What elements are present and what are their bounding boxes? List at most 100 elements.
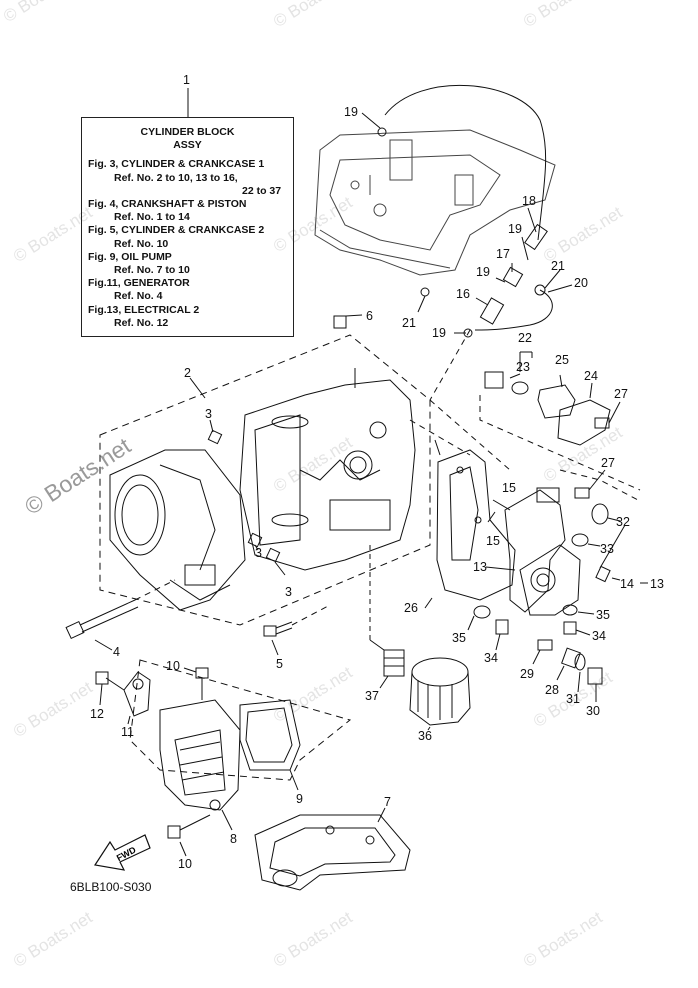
callout: 14 (620, 577, 634, 591)
callout: 16 (456, 287, 470, 301)
clip-21 (420, 287, 430, 297)
box-line: Ref. No. 12 (114, 316, 169, 329)
callout: 22 (518, 331, 532, 345)
gasket-25 (537, 384, 576, 419)
box-subtitle: ASSY (173, 139, 202, 152)
gasket-26 (436, 449, 516, 601)
callout: 30 (586, 704, 600, 718)
oil-pump-8 (159, 699, 241, 811)
callout: 37 (365, 689, 379, 703)
reference-box: CYLINDER BLOCK ASSY Fig. 3, CYLINDER & C… (81, 117, 294, 337)
callout: 11 (121, 725, 134, 739)
hose (474, 289, 553, 331)
o-ring-31 (574, 653, 586, 671)
callout: 36 (418, 729, 432, 743)
box-line: Fig. 5, CYLINDER & CRANKCASE 2 (88, 224, 265, 237)
callout: 15 (502, 481, 516, 495)
oil-filter-union-37 (383, 649, 405, 677)
plate-11 (123, 671, 151, 717)
callout: 35 (596, 608, 610, 622)
hose (384, 84, 547, 241)
callout: 5 (276, 657, 283, 671)
callout: 13 (473, 560, 487, 574)
dashed-group-outline (99, 334, 431, 626)
callout: 28 (545, 683, 559, 697)
callout: 32 (616, 515, 630, 529)
callout: 13 (650, 577, 664, 591)
cover-assy-13 (504, 487, 581, 616)
plug-32 (591, 503, 609, 525)
o-ring-35 (562, 604, 578, 616)
clip-20 (534, 284, 546, 296)
callout: 1 (183, 73, 190, 87)
hose-clip-18 (524, 223, 548, 251)
callout: 15 (486, 534, 500, 548)
box-line: Ref. No. 2 to 10, 13 to 16, (114, 171, 238, 184)
callout: 35 (452, 631, 466, 645)
dashed-group-outline (129, 659, 352, 781)
callout: 18 (522, 194, 536, 208)
callout: 3 (255, 546, 262, 560)
collar-28 (561, 647, 581, 669)
callout: 21 (402, 316, 416, 330)
joint-17 (502, 266, 524, 288)
callout: 19 (344, 105, 358, 119)
bolt-5 (263, 621, 293, 637)
callout: 26 (404, 601, 418, 615)
callout: 12 (90, 707, 104, 721)
callout: 29 (520, 667, 534, 681)
callout: 10 (178, 857, 192, 871)
box-line: Ref. No. 4 (114, 290, 163, 303)
fwd-arrow-icon: FWD (93, 834, 151, 871)
bolt-10 (167, 814, 211, 839)
callout: 17 (496, 247, 510, 261)
callout: 33 (600, 542, 614, 556)
o-ring-33 (571, 533, 589, 547)
callout: 27 (614, 387, 628, 401)
callout: 27 (601, 456, 615, 470)
callout: 20 (574, 276, 588, 290)
plug-6 (333, 315, 347, 329)
callout: 7 (384, 795, 391, 809)
gasket-7 (254, 814, 411, 891)
bolt-4 (65, 599, 139, 640)
callout: 4 (113, 645, 120, 659)
plug-34 (495, 619, 509, 635)
housing-24 (557, 399, 611, 446)
box-title: CYLINDER BLOCK (140, 126, 235, 138)
callout: 25 (555, 353, 569, 367)
box-line: 22 to 37 (242, 184, 282, 197)
plug-30 (587, 667, 603, 685)
callout: 3 (205, 407, 212, 421)
bolt-29 (537, 639, 553, 651)
callout: 6 (366, 309, 373, 323)
bolt-27 (574, 487, 590, 499)
bolt-14 (595, 524, 626, 583)
callout: 21 (551, 259, 565, 273)
callout: 34 (484, 651, 498, 665)
callout: 2 (184, 366, 191, 380)
callout: 23 (516, 360, 530, 374)
drawing-code: 6BLB100-S030 (70, 880, 152, 894)
callout: 24 (584, 369, 598, 383)
box-line: Fig.11, GENERATOR (88, 277, 190, 290)
cylinder-block (109, 449, 246, 611)
callout: 19 (508, 222, 522, 236)
dowel-pin-3 (207, 429, 223, 445)
callout: 3 (285, 585, 292, 599)
fitting-22 (484, 371, 504, 389)
box-line: Fig. 4, CRANKSHAFT & PISTON (88, 198, 247, 211)
callout: 8 (230, 832, 237, 846)
callout: 31 (566, 692, 580, 706)
crankcase (239, 368, 416, 571)
callout: 10 (166, 659, 180, 673)
dowel-pin-3 (265, 547, 281, 563)
upper-engine-outline (314, 129, 556, 276)
dowel-pin-3 (247, 532, 263, 548)
callout-numbers: 1 2 3 3 3 4 5 6 7 8 9 10 10 11 12 13 13 … (90, 73, 664, 871)
plug-34 (563, 621, 577, 635)
callout: 34 (592, 629, 606, 643)
box-line: Fig.13, ELECTRICAL 2 (88, 303, 200, 316)
callout: 19 (476, 265, 490, 279)
